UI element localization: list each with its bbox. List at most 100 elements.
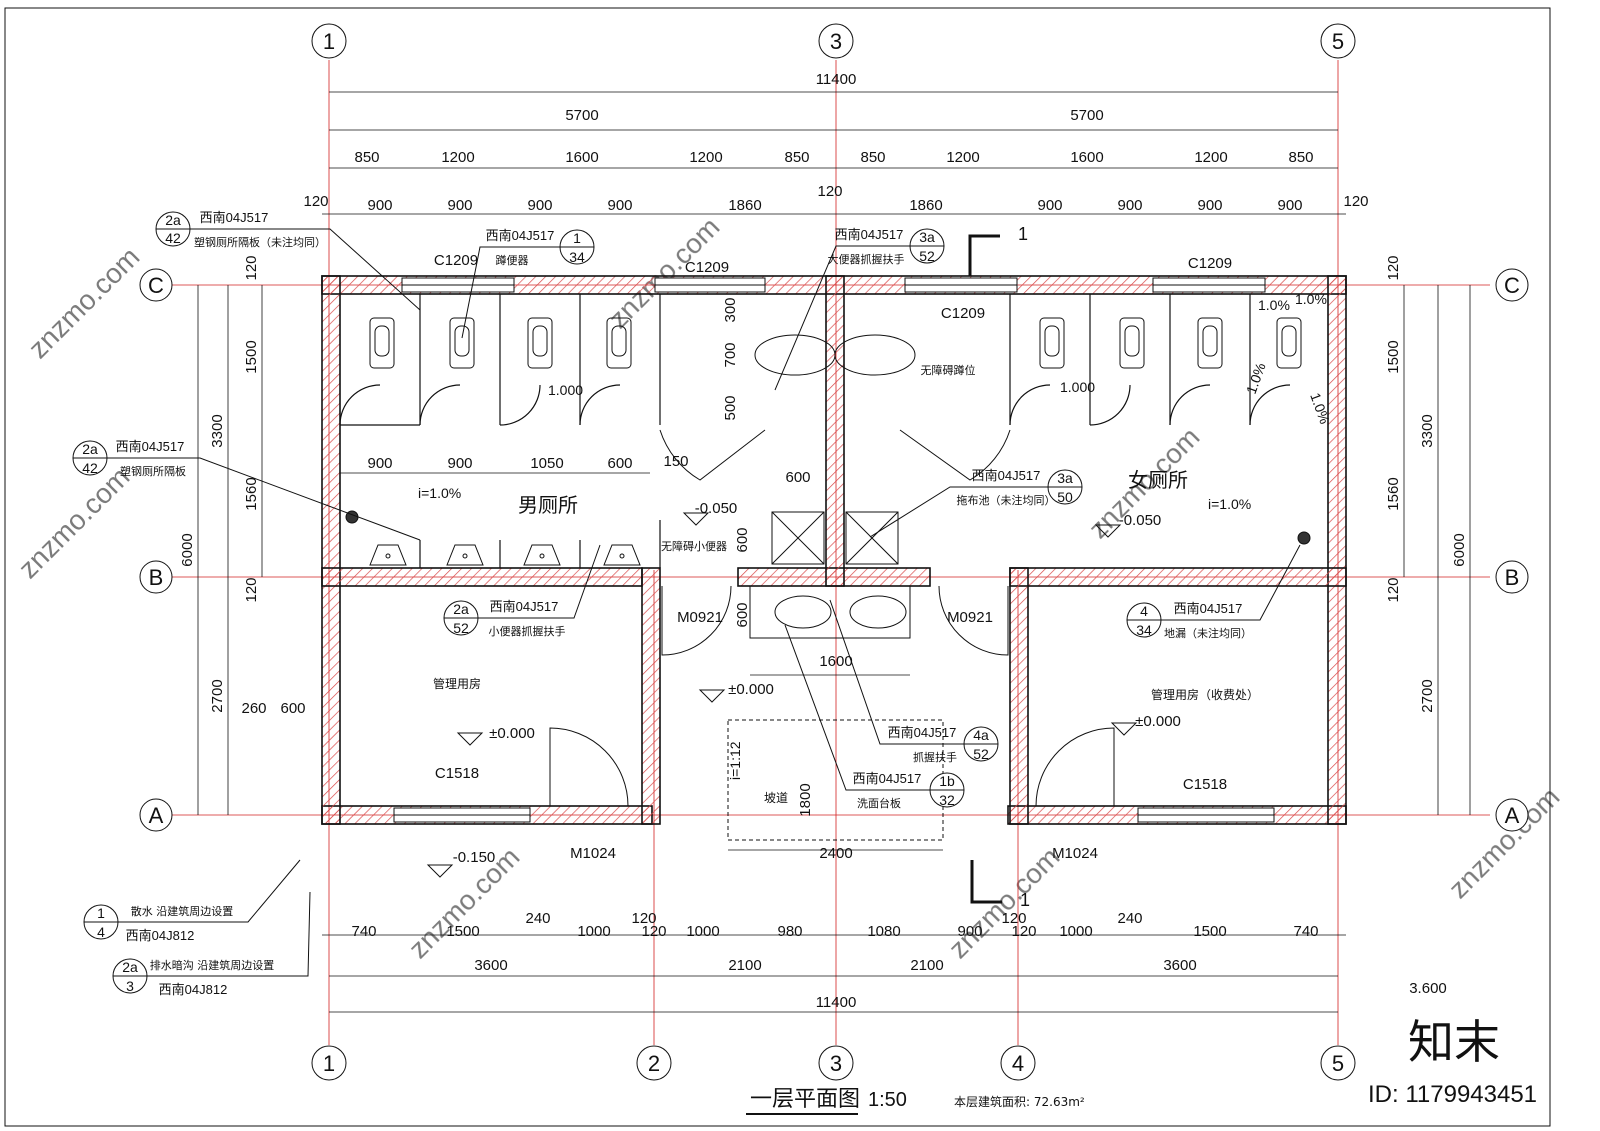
axis-label: 3 — [830, 29, 842, 54]
window-label: C1209 — [434, 252, 478, 269]
dim: 850 — [784, 149, 809, 166]
dim: 900 — [447, 455, 472, 472]
dim: 600 — [785, 469, 810, 486]
accessible-squat: 无障碍蹲位 — [921, 363, 976, 377]
dim-half: 5700 — [565, 107, 598, 124]
slope: i=1.0% — [1208, 496, 1251, 512]
walls — [321, 275, 1347, 825]
toilet-partitions — [339, 294, 1291, 568]
label-text: 塑钢厕所隔板（未注均同） — [194, 235, 326, 249]
dim: 1000 — [686, 923, 719, 940]
label-text: 蹲便器 — [496, 253, 529, 267]
label-text: 散水 沿建筑周边设置 — [131, 904, 234, 918]
dim: 600 — [607, 455, 632, 472]
label-text: 西南04J517 — [972, 468, 1041, 483]
watermark-text: znzmo.com — [942, 841, 1065, 964]
dim: 600 — [734, 527, 751, 552]
section-marks — [968, 234, 1002, 904]
dim-total: 11400 — [816, 71, 857, 88]
dim: 120 — [1385, 577, 1402, 602]
axis-label: 1 — [323, 29, 335, 54]
dim: 740 — [1293, 923, 1318, 940]
dim: 120 — [303, 193, 328, 210]
slope: 1.0% — [1243, 361, 1269, 396]
drawing-scale: 1:50 — [868, 1089, 907, 1111]
wall-west — [321, 275, 341, 825]
door-label: M0921 — [677, 609, 723, 626]
dim: 120 — [817, 183, 842, 200]
section-number: 1 — [1018, 224, 1028, 244]
label-text: 4a — [973, 727, 989, 743]
axis-label: B — [149, 565, 164, 590]
level: 3.600 — [1409, 980, 1447, 997]
section-number: 1 — [1020, 890, 1030, 910]
title-block: 一层平面图 1:50 本层建筑面积: 72.63m² 知末 ID: 117994… — [746, 1015, 1537, 1115]
label-text: 52 — [919, 248, 935, 264]
label-text: 西南04J517 — [1174, 601, 1243, 616]
dim: 120 — [631, 910, 656, 927]
slope-labels: i=1.0% i=1.0% 1.000 1.000 i=1:12 1.0% 1.… — [418, 291, 1333, 780]
wall-b-left — [321, 567, 643, 587]
dim: 900 — [1037, 197, 1062, 214]
ramp-label: 坡道 — [764, 791, 788, 805]
axis-label: 3 — [830, 1051, 842, 1076]
wall-center-spine — [825, 275, 845, 587]
label-text: 1b — [939, 773, 955, 789]
dim: 120 — [243, 255, 260, 280]
brand-mark: 知末 — [1408, 1015, 1500, 1069]
label-text: 34 — [1136, 622, 1152, 638]
label-text: 32 — [939, 792, 955, 808]
room-women: 女厕所 — [1128, 469, 1188, 492]
dim: 2100 — [728, 957, 761, 974]
slope: 1.000 — [1060, 379, 1095, 395]
accessible-urinal: 无障碍小便器 — [661, 539, 727, 553]
dim: 900 — [957, 923, 982, 940]
dim: 1600 — [819, 653, 852, 670]
dim: 120 — [1343, 193, 1368, 210]
axis-bubbles-bottom: 1 2 3 4 5 — [311, 1045, 1356, 1081]
room-men: 男厕所 — [518, 494, 578, 517]
label-text: 小便器抓握扶手 — [489, 624, 566, 638]
dim: 900 — [1197, 197, 1222, 214]
opening-labels: C1209 C1209 C1209 C1209 C1518 C1518 M092… — [434, 252, 1232, 862]
dim: 500 — [722, 395, 739, 420]
label-text: 4 — [1140, 603, 1148, 619]
dim: 2700 — [209, 679, 226, 712]
dim: 1200 — [1194, 149, 1227, 166]
dim: 2700 — [1419, 679, 1436, 712]
drawing-frame — [4, 7, 1551, 1127]
label-text: 52 — [973, 746, 989, 762]
dim: 120 — [1385, 255, 1402, 280]
dim: 900 — [607, 197, 632, 214]
dim: 850 — [860, 149, 885, 166]
dim: 120 — [1001, 910, 1026, 927]
dim: 1000 — [577, 923, 610, 940]
door-label: M1024 — [1052, 845, 1098, 862]
label-text: 西南04J517 — [490, 599, 559, 614]
axis-label: B — [1505, 565, 1520, 590]
dim: 740 — [351, 923, 376, 940]
dim: 1200 — [441, 149, 474, 166]
slope: 1.000 — [548, 382, 583, 398]
label-text: 西南04J812 — [126, 928, 195, 943]
dim: 3300 — [209, 414, 226, 447]
label-text: 42 — [165, 230, 181, 246]
label-text: 3 — [126, 978, 134, 994]
dim: 3600 — [1163, 957, 1196, 974]
dim: 2400 — [819, 845, 852, 862]
label-text: 西南04J517 — [835, 227, 904, 242]
level: ±0.000 — [1135, 713, 1181, 730]
doors — [549, 429, 1115, 807]
label-text: 西南04J812 — [159, 982, 228, 997]
level: -0.050 — [695, 500, 738, 517]
dimension-lines — [197, 91, 1471, 1013]
room-mgmt-right: 管理用房（收费处） — [1151, 687, 1259, 702]
